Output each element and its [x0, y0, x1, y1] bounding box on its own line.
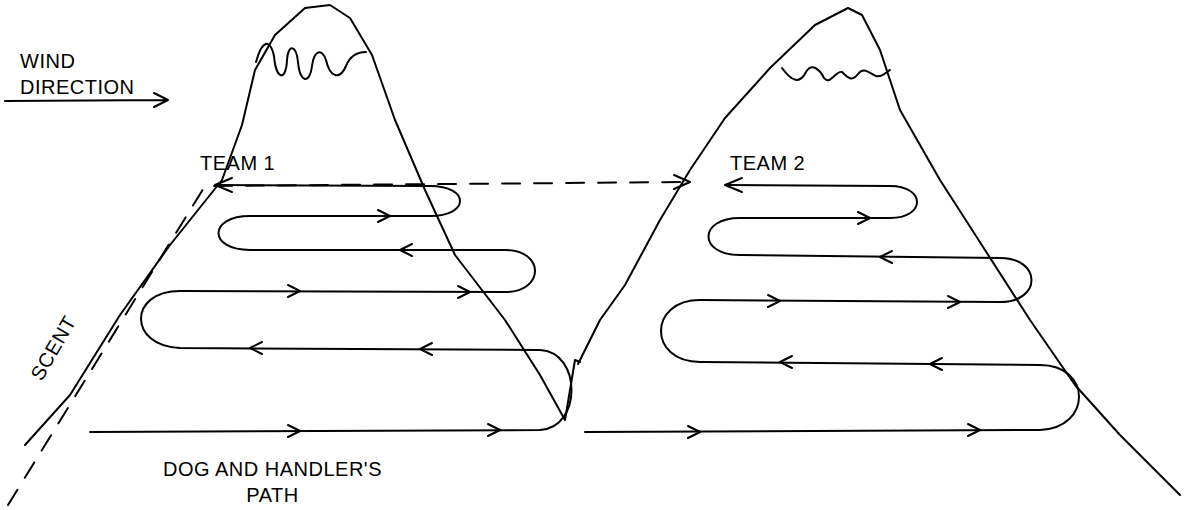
path-arrowhead	[250, 210, 500, 437]
wind-label: WIND DIRECTION	[20, 48, 148, 100]
scent-label: SCENT	[24, 311, 82, 385]
scent-line	[8, 182, 688, 505]
path-arrowhead	[688, 212, 980, 438]
path-arrowhead	[215, 178, 232, 192]
path-label: DOG AND HANDLER'S PATH	[150, 456, 395, 508]
team-label: TEAM 1	[200, 150, 275, 176]
scent-arrowhead	[674, 175, 690, 189]
team-label: TEAM 2	[730, 150, 805, 176]
mountain-outline	[25, 5, 580, 445]
search-path	[90, 185, 572, 432]
snow-cap	[782, 67, 890, 80]
search-path	[585, 185, 1079, 432]
snow-cap	[256, 44, 366, 79]
mountain-outline	[578, 8, 1180, 495]
path-arrowhead	[725, 178, 742, 192]
